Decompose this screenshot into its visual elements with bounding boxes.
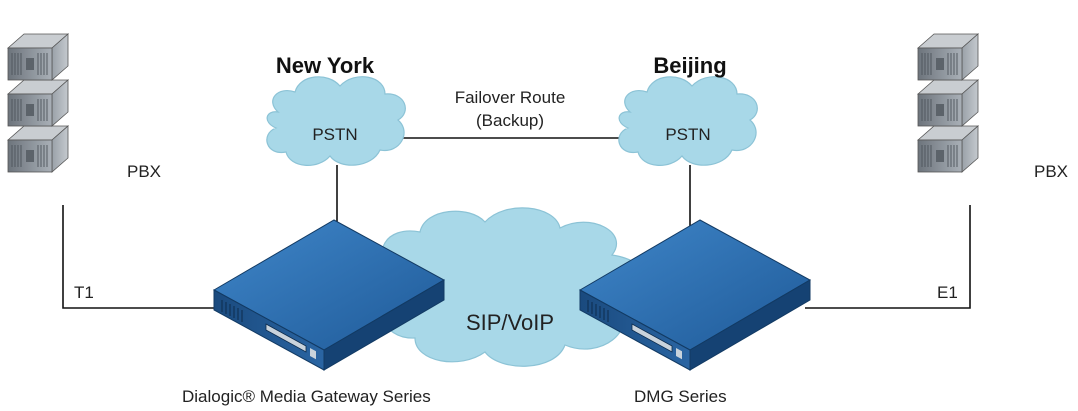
pbx-left-label: PBX	[127, 162, 161, 181]
failover-route-sublabel: (Backup)	[476, 111, 544, 130]
pstn-cloud-right	[618, 76, 758, 166]
failover-route-label: Failover Route	[455, 88, 566, 107]
pstn-right-label: PSTN	[665, 125, 710, 144]
sip-voip-label: SIP/VoIP	[466, 310, 554, 335]
e1-link-line	[805, 205, 971, 309]
connection-lines	[62, 137, 971, 309]
location-right-label: Beijing	[653, 53, 726, 78]
t1-link-line	[62, 205, 226, 309]
pstn-cloud-left	[266, 76, 406, 166]
e1-link-label: E1	[937, 283, 958, 302]
pbx-server-right	[917, 33, 979, 173]
gateway-left-label: Dialogic® Media Gateway Series	[182, 387, 431, 406]
pstn-left-label: PSTN	[312, 125, 357, 144]
pbx-server-left	[7, 33, 69, 173]
t1-link-label: T1	[74, 283, 94, 302]
pbx-right-label: PBX	[1034, 162, 1068, 181]
gateway-right-label: DMG Series	[634, 387, 727, 406]
location-left-label: New York	[276, 53, 375, 78]
